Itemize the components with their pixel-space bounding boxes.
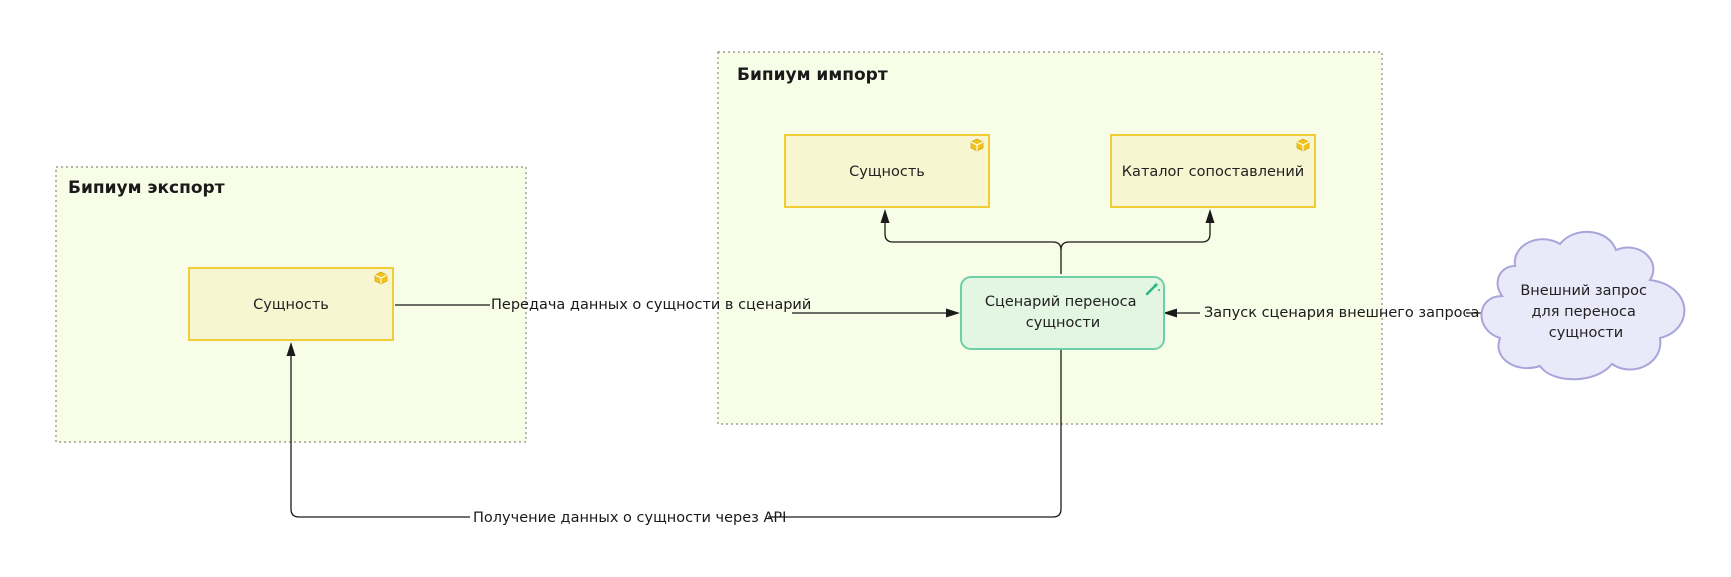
package-icon xyxy=(374,271,388,285)
edge-scenario-to-mapping-catalog xyxy=(1060,222,1211,251)
export-entity-label: Сущность xyxy=(253,297,329,313)
mapping-catalog-box xyxy=(1110,134,1316,208)
arrowhead-transfer-data xyxy=(946,308,960,318)
package-icon xyxy=(970,138,984,152)
node-external-request[interactable]: Внешний запрос для переноса сущности xyxy=(1480,230,1686,381)
external-request-line-3: сущности xyxy=(1549,325,1623,341)
transfer-scenario-box xyxy=(960,276,1165,350)
edge-get-via-api xyxy=(290,348,1062,518)
transfer-scenario-line-2: сущности xyxy=(1026,315,1100,331)
arrowhead-run-scenario xyxy=(1163,308,1177,318)
group-import-frame xyxy=(717,51,1383,425)
node-import-entity[interactable]: Сущность xyxy=(784,134,990,208)
magic-wand-icon xyxy=(1145,282,1160,296)
transfer-scenario-line-1: Сценарий переноса xyxy=(985,294,1137,310)
node-mapping-catalog[interactable]: Каталог сопоставлений xyxy=(1110,134,1316,208)
mapping-catalog-label: Каталог сопоставлений xyxy=(1122,164,1304,180)
group-export-title: Бипиум экспорт xyxy=(68,178,225,198)
edge-label-transfer-data: Передача данных о сущности в сценарий xyxy=(491,297,811,313)
group-import-title: Бипиум импорт xyxy=(737,65,888,85)
arrowhead-to-mapping-catalog xyxy=(1205,209,1215,223)
edge-transfer-data xyxy=(395,304,948,314)
edge-label-get-via-api: Получение данных о сущности через API xyxy=(473,510,786,526)
edges: Передача данных о сущности в сценарий За… xyxy=(286,209,1486,526)
external-request-line-2: для переноса xyxy=(1532,304,1636,320)
export-entity-box xyxy=(188,267,394,341)
group-bipium-import: Бипиум импорт xyxy=(717,51,1383,425)
edge-label-run-scenario: Запуск сценария внешнего запроса xyxy=(1204,305,1479,321)
cloud-shape xyxy=(1480,230,1686,381)
transfer-scenario-label: Сценарий переноса сущности xyxy=(985,294,1141,331)
edge-scenario-to-import-entity xyxy=(884,222,1062,274)
node-export-entity[interactable]: Сущность xyxy=(188,267,394,341)
package-icon xyxy=(1296,138,1310,152)
import-entity-label: Сущность xyxy=(849,164,925,180)
external-request-line-1: Внешний запрос xyxy=(1520,283,1647,299)
arrowhead-to-import-entity xyxy=(880,209,890,223)
external-request-label: Внешний запрос для переноса сущности xyxy=(1520,283,1651,341)
arrowhead-get-via-api xyxy=(286,342,296,356)
import-entity-box xyxy=(784,134,990,208)
node-transfer-scenario[interactable]: Сценарий переноса сущности xyxy=(960,276,1165,350)
